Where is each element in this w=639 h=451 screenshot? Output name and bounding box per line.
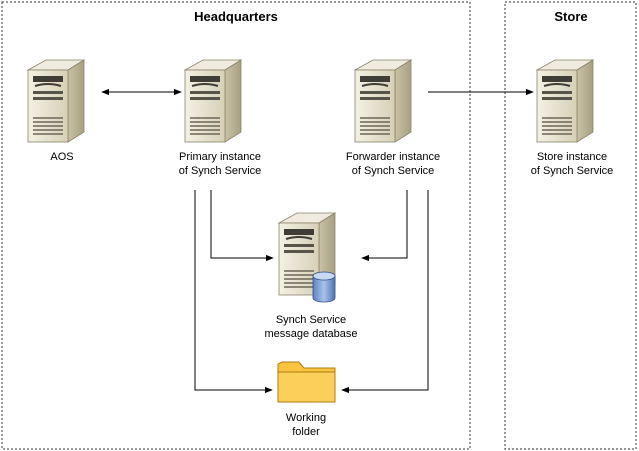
folder-icon xyxy=(277,361,336,403)
primary-label: Primary instance of Synch Service xyxy=(150,150,290,178)
forwarder-server-icon xyxy=(354,59,412,143)
primary-label-line2: of Synch Service xyxy=(178,165,262,177)
database-label: Synch Service message database xyxy=(246,313,376,341)
forwarder-label-line1: Forwarder instance xyxy=(345,151,441,163)
folder-label-line1: Working xyxy=(285,412,327,424)
headquarters-title: Headquarters xyxy=(194,9,278,24)
forwarder-label-line2: of Synch Service xyxy=(351,165,435,177)
folder-label: Working folder xyxy=(266,411,346,439)
store-server-icon xyxy=(536,59,594,143)
store-title: Store xyxy=(554,9,588,24)
primary-server-icon xyxy=(184,59,242,143)
primary-database-connector xyxy=(210,190,274,262)
aos-server-icon xyxy=(27,59,85,143)
forwarder-folder-connector xyxy=(341,190,429,394)
folder-label-line2: folder xyxy=(292,426,320,438)
database-label-line2: message database xyxy=(264,328,358,340)
headquarters-region xyxy=(1,1,471,450)
store-instance-label-line2: of Synch Service xyxy=(530,165,614,177)
forwarder-database-connector xyxy=(361,190,408,262)
store-region xyxy=(504,1,637,450)
aos-label: AOS xyxy=(50,151,74,163)
store-instance-label: Store instance of Synch Service xyxy=(510,150,634,178)
store-instance-label-line1: Store instance xyxy=(536,151,608,163)
database-server-icon xyxy=(278,212,336,303)
forwarder-label: Forwarder instance of Synch Service xyxy=(318,150,468,178)
primary-label-line1: Primary instance xyxy=(179,151,261,163)
database-label-line1: Synch Service xyxy=(275,314,347,326)
primary-folder-connector xyxy=(194,190,273,394)
